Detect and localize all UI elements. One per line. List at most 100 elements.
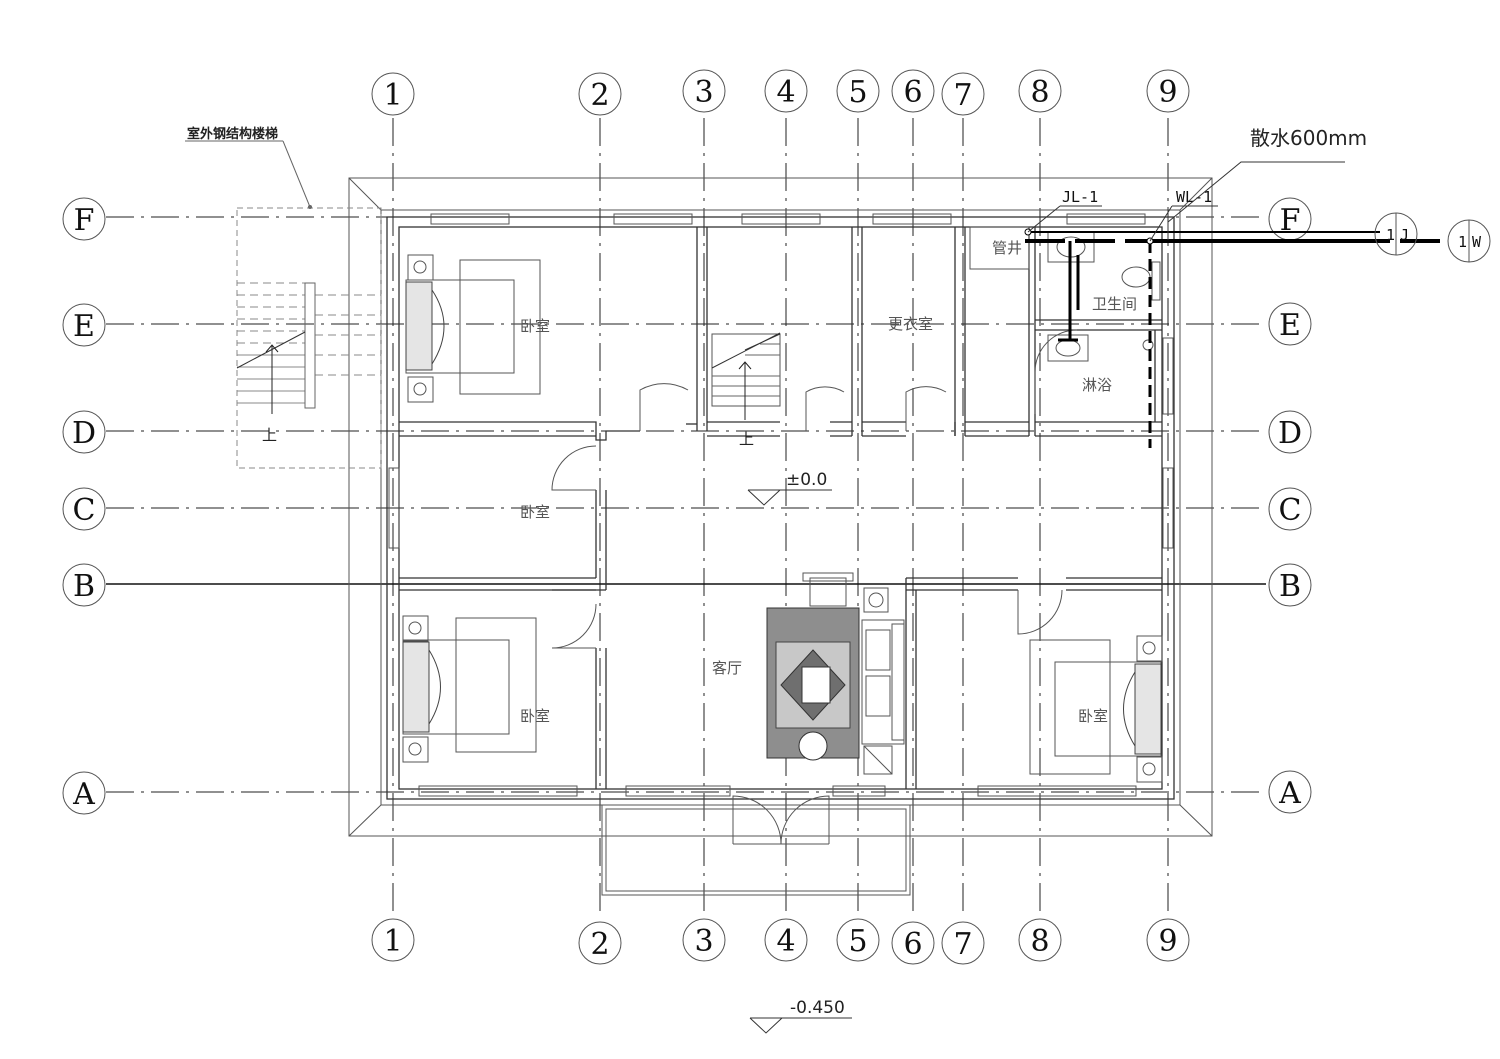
axis-bubble	[836, 69, 880, 113]
door-swing	[551, 445, 597, 491]
axis-bubble	[891, 921, 935, 965]
axis-label-row: E	[73, 309, 95, 344]
axis-bubble	[682, 918, 726, 962]
room-label-bedroom-se: 卧室	[1078, 707, 1108, 725]
window	[1162, 337, 1174, 415]
axis-bubble	[1018, 69, 1062, 113]
axis-label-col: 9	[1158, 75, 1177, 110]
exterior-stair: 上 室外钢结构楼梯	[185, 126, 382, 469]
doors	[551, 329, 1078, 845]
axis-label-row: A	[1278, 776, 1301, 811]
axis-bubble	[891, 69, 935, 113]
room-label-shower: 淋浴	[1082, 376, 1112, 394]
axis-label-col: 5	[848, 75, 867, 110]
door-swing	[639, 383, 689, 431]
axis-label-col: 6	[903, 927, 922, 962]
room-label-closet: 更衣室	[888, 315, 933, 333]
axis-label-col: 3	[694, 924, 713, 959]
axis-bubble	[764, 69, 808, 113]
pipe-label-wl: WL-1	[1176, 188, 1212, 206]
axis-bubble	[1268, 410, 1312, 454]
axis-label-col: 1	[383, 78, 402, 113]
axis-bubble	[1268, 487, 1312, 531]
room-label-living: 客厅	[712, 659, 742, 677]
stair-up-label: 上	[262, 426, 277, 444]
window	[388, 467, 400, 549]
axis-label-col: 8	[1030, 75, 1049, 110]
pipe-marker-w-letter: W	[1472, 233, 1482, 251]
axis-label-col: 8	[1030, 924, 1049, 959]
axis-bubble	[371, 72, 415, 116]
axis-bubble	[62, 487, 106, 531]
axis-bubble	[371, 918, 415, 962]
pipe-label-jl: JL-1	[1062, 188, 1098, 206]
room-labels: 卧室 卧室 卧室 卧室 更衣室 卫生间 淋浴 管井 客厅	[520, 239, 1137, 725]
apron-label: 散水600mm	[1250, 126, 1367, 150]
windows	[388, 213, 1174, 797]
roof-outline	[348, 177, 1213, 837]
axis-bubbles-left: F E D C B A	[62, 197, 106, 815]
room-label-toilet: 卫生间	[1092, 295, 1137, 313]
axis-bubble	[62, 197, 106, 241]
window	[1066, 213, 1146, 225]
living-furniture	[766, 572, 905, 775]
axis-bubble	[1268, 302, 1312, 346]
axis-label-row: F	[1280, 203, 1301, 238]
pipe-marker-w: 1 W	[1447, 219, 1491, 263]
window	[1162, 467, 1174, 549]
pipe-marker-j-letter: J	[1400, 226, 1409, 244]
door-swing	[905, 386, 947, 431]
interior-walls	[399, 227, 1162, 789]
axis-grid	[106, 118, 1266, 918]
axis-label-row: B	[73, 569, 95, 604]
axis-bubble	[62, 303, 106, 347]
room-label-bedroom-sw: 卧室	[520, 707, 550, 725]
ground-level-label: -0.450	[790, 998, 845, 1018]
axis-bubble	[62, 771, 106, 815]
door-swing	[805, 386, 845, 431]
axis-label-col: 3	[694, 75, 713, 110]
axis-label-col: 2	[590, 78, 609, 113]
window	[872, 213, 952, 225]
axis-label-col: 7	[953, 927, 972, 962]
pipe-marker-w-number: 1	[1458, 233, 1467, 251]
pipe-marker-j: 1 J	[1374, 212, 1418, 256]
axis-bubble	[1146, 918, 1190, 962]
level-marker-floor: ±0.0	[747, 470, 832, 506]
axis-bubble	[1146, 69, 1190, 113]
axis-bubble	[764, 918, 808, 962]
entrance-door	[780, 795, 830, 845]
pipe-marker-j-number: 1	[1386, 226, 1395, 244]
axis-bubble	[1018, 918, 1062, 962]
window	[741, 213, 821, 225]
floor-level-label: ±0.0	[786, 470, 827, 490]
front-porch	[601, 804, 911, 896]
axis-label-row: D	[1278, 416, 1302, 451]
door-swing	[551, 603, 597, 649]
interior-stair-up-label: 上	[739, 430, 754, 448]
bathroom-fixtures	[969, 226, 1161, 362]
axis-bubble	[1268, 563, 1312, 607]
level-marker-ground: -0.450	[749, 998, 852, 1034]
axis-bubble	[836, 918, 880, 962]
room-label-bedroom-nw: 卧室	[520, 317, 550, 335]
window	[418, 785, 578, 797]
axis-label-col: 6	[903, 75, 922, 110]
axis-label-col: 4	[776, 75, 795, 110]
axis-label-col: 4	[776, 924, 795, 959]
pipe-network: JL-1 WL-1 散水600mm	[1024, 126, 1450, 448]
entrance-door	[732, 795, 782, 845]
axis-label-col: 1	[383, 924, 402, 959]
bed-se	[1029, 635, 1163, 783]
bed-nw	[405, 254, 541, 403]
axis-label-row: E	[1279, 308, 1301, 343]
axis-bubble	[578, 921, 622, 965]
window	[977, 785, 1137, 797]
axis-label-row: F	[74, 203, 95, 238]
room-label-shaft: 管井	[992, 239, 1022, 257]
room-label-bedroom-w: 卧室	[520, 503, 550, 521]
axis-label-row: D	[72, 416, 96, 451]
axis-bubble	[62, 563, 106, 607]
axis-bubble	[941, 921, 985, 965]
axis-label-col: 7	[953, 78, 972, 113]
